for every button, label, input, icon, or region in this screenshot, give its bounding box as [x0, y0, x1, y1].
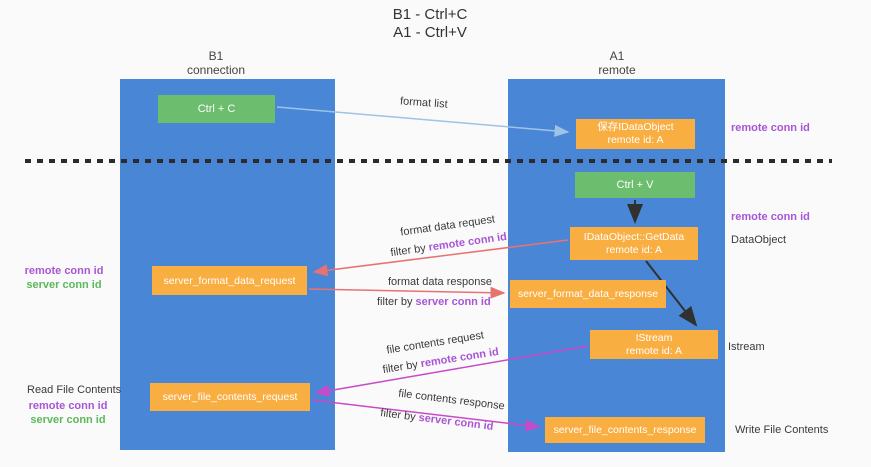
write-file-contents-annotation: Write File Contents	[735, 424, 829, 436]
remote-conn-id-annotation-top: remote conn id	[731, 122, 810, 134]
server-format-data-response-box: server_format_data_response	[510, 280, 666, 308]
idataobject-getdata-box: IDataObject::GetData remote id: A	[570, 227, 698, 260]
save-idataobject-box: 保存IDataObject remote id: A	[576, 119, 695, 149]
right-column-role: remote	[598, 63, 636, 77]
filter-by-server-conn-id-label-1: filter by server conn id	[377, 296, 491, 308]
dataobject-annotation: DataObject	[731, 234, 787, 246]
format-data-response-arrow	[308, 286, 506, 299]
server-conn-id-text: server conn id	[417, 411, 495, 433]
format-data-response-label: format data response	[388, 276, 492, 288]
remote-conn-id-text: remote conn id	[427, 230, 508, 254]
title-line-2: A1 - Ctrl+V	[393, 24, 467, 41]
server-file-contents-response-label: server_file_contents_response	[553, 424, 697, 436]
server-conn-id-text: server conn id	[415, 296, 491, 308]
diagram-title: B1 - Ctrl+C A1 - Ctrl+V	[330, 6, 530, 42]
server-file-contents-request-label: server_file_contents_request	[162, 391, 298, 403]
left-conn-id-annotation-block-2: remote conn id server conn id	[22, 399, 114, 427]
filter-by-server-conn-id-label-2: filter by server conn id	[380, 407, 494, 433]
filter-by-text: filter by	[377, 296, 416, 308]
title-line-1: B1 - Ctrl+C	[392, 6, 468, 23]
format-list-label: format list	[399, 95, 449, 111]
left-column-name: B1	[208, 49, 224, 63]
save-idataobject-remote-id: remote id: A	[607, 134, 664, 146]
getdata-remote-id: remote id: A	[605, 243, 662, 256]
istream-annotation: Istream	[728, 341, 765, 353]
section-separator-dashed-line	[25, 159, 832, 163]
filter-by-text: filter by	[381, 358, 422, 377]
left-column-header: B1 connection	[156, 49, 276, 77]
istream-box: IStream remote id: A	[590, 330, 718, 359]
ctrl-c-label: Ctrl + C	[197, 103, 236, 115]
filter-by-text: filter by	[379, 407, 420, 424]
server-format-data-response-label: server_format_data_response	[517, 288, 659, 300]
right-column-name: A1	[609, 49, 625, 63]
remote-conn-id-annotation-mid: remote conn id	[731, 211, 810, 223]
file-contents-response-label: file contents response	[397, 387, 506, 413]
server-file-contents-request-box: server_file_contents_request	[150, 383, 310, 411]
remote-conn-id-text: remote conn id	[28, 400, 108, 412]
server-conn-id-text: server conn id	[26, 279, 102, 291]
getdata-label: IDataObject::GetData	[583, 230, 685, 243]
istream-remote-id: remote id: A	[625, 344, 683, 357]
ctrl-v-box: Ctrl + V	[575, 172, 695, 198]
istream-label: IStream	[635, 331, 673, 344]
save-idataobject-label: 保存IDataObject	[597, 121, 674, 133]
server-conn-id-text: server conn id	[30, 414, 106, 426]
read-file-contents-annotation: Read File Contents	[27, 384, 122, 396]
left-conn-id-annotation-block-1: remote conn id server conn id	[18, 264, 110, 292]
server-format-data-request-label: server_format_data_request	[163, 274, 296, 287]
remote-conn-id-text: remote conn id	[24, 265, 104, 277]
ctrl-c-box: Ctrl + C	[158, 95, 275, 123]
server-format-data-request-box: server_format_data_request	[152, 266, 307, 295]
ctrl-v-label: Ctrl + V	[616, 179, 654, 191]
server-file-contents-response-box: server_file_contents_response	[545, 417, 705, 443]
filter-by-text: filter by	[389, 241, 430, 260]
left-column-role: connection	[186, 63, 246, 77]
right-column-header: A1 remote	[557, 49, 677, 77]
